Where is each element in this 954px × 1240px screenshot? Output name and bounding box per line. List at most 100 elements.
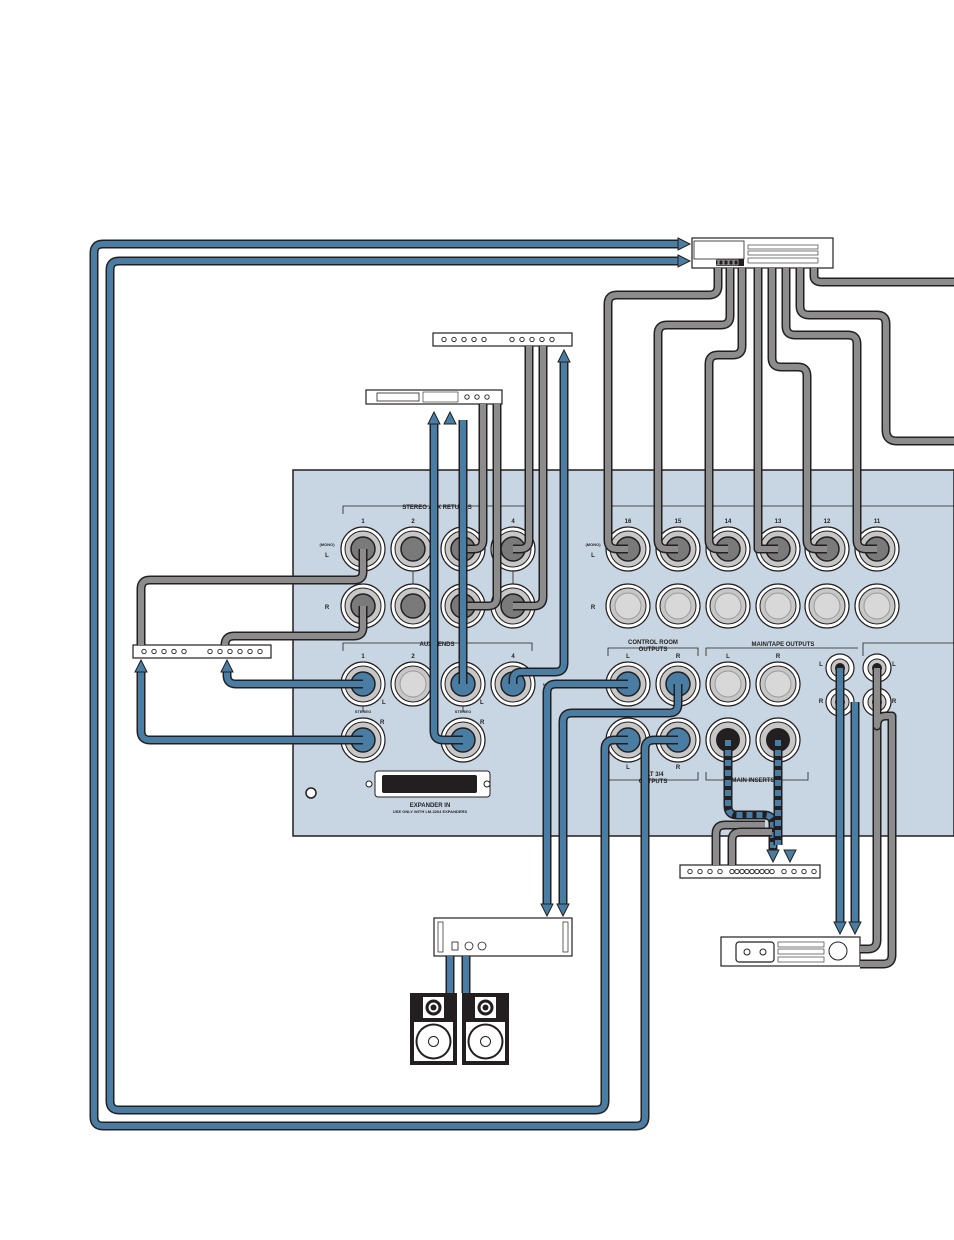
channel-left-label: L [591, 553, 595, 559]
cable-cr-left-to-amp [542, 679, 628, 905]
tape-track-led [698, 259, 704, 266]
cable-fx-to-return3-left [463, 404, 488, 554]
patch-point [549, 336, 555, 343]
patch-point [791, 868, 797, 875]
channel-mono-label: (MONO) [585, 542, 601, 547]
channel-number-15: 15 [675, 519, 682, 525]
main-out-right-jack [755, 661, 801, 707]
tape-track-led [733, 259, 739, 266]
return-right-label: R [325, 605, 330, 611]
patch-point [509, 336, 515, 343]
cable-recorder-to-ch14 [704, 268, 747, 554]
patch-point [151, 648, 157, 655]
patchbay-top [432, 332, 573, 347]
send-number-1: 1 [361, 654, 365, 660]
cable-deck-to-rca-in-left [860, 668, 882, 954]
patchbay-left [132, 644, 272, 659]
main-inserts-label: MAIN INSERTS [731, 778, 774, 784]
patch-point [781, 868, 787, 875]
cable-alt-left-to-recorder [105, 256, 680, 1115]
patch-point [801, 868, 807, 875]
cable-send3r-to-fx [429, 420, 463, 745]
channel-15-right-jack [655, 583, 701, 629]
cable-patchbay-bottom-return-1 [711, 820, 765, 865]
cable-recorder-to-ch13 [753, 268, 778, 554]
arrow-insert-in-1 [766, 849, 780, 864]
tape-track-led [723, 259, 729, 266]
patch-point [257, 648, 263, 655]
patch-point [227, 648, 233, 655]
alt-outputs-label-2: OUTPUTS [639, 779, 668, 785]
power-amplifier [433, 917, 573, 957]
patch-point [471, 336, 477, 343]
main-insert-right-jack [755, 717, 801, 763]
patch-point [764, 868, 770, 875]
patch-point [529, 336, 535, 343]
aux-return-1-right-jack [340, 583, 386, 629]
arrow-patchbay-left-in-1 [220, 658, 234, 673]
arrow-amp-in-2 [556, 903, 570, 918]
cable-deck-to-rca-in-right [860, 702, 897, 969]
send1-right-label: R [380, 720, 385, 726]
patch-point [717, 868, 723, 875]
tape-track-led [718, 259, 724, 266]
arrow-insert-in-2 [783, 849, 797, 864]
channel-14-right-jack [705, 583, 751, 629]
main-out-right-label: R [776, 654, 781, 660]
patch-point [247, 648, 253, 655]
channel-number-16: 16 [625, 519, 632, 525]
cr-right-label: R [676, 654, 681, 660]
control-room-outputs-label-2: OUTPUTS [639, 647, 668, 653]
cable-recorder-off-right-2 [809, 268, 954, 287]
cable-fx-to-return3-right [463, 404, 502, 611]
rca-left-label-a: L [819, 662, 823, 668]
patch-point [484, 394, 490, 400]
patch-point [237, 648, 243, 655]
patch-point [697, 868, 703, 875]
patch-point [461, 336, 467, 343]
patch-point [171, 648, 177, 655]
cable-recorder-to-ch11 [781, 268, 877, 554]
cable-recorder-to-ch12 [767, 268, 827, 554]
cables [89, 237, 954, 1131]
patch-point [474, 394, 480, 400]
patch-point [141, 648, 147, 655]
tape-track-led [693, 259, 699, 266]
return-number-1: 1 [361, 519, 365, 525]
patch-point [729, 868, 735, 875]
patch-point [441, 336, 447, 343]
control-room-outputs-label: CONTROL ROOM [628, 640, 678, 646]
channel-13-right-jack [755, 583, 801, 629]
channel-right-label: R [591, 605, 596, 611]
aux-return-2-left-jack [390, 526, 436, 572]
send3-stereo-label: STEREO [455, 709, 471, 714]
cable-recorder-to-ch16 [603, 268, 723, 554]
cable-send1r-to-patchbay [136, 670, 363, 745]
send3-right-label: R [480, 720, 485, 726]
arrow-fx-in-1 [427, 410, 441, 425]
expander-connector [365, 770, 491, 798]
channel-12-right-jack [804, 583, 850, 629]
patch-point [687, 868, 693, 875]
channel-16-right-jack [605, 583, 651, 629]
cable-return1-left-to-patchbay [136, 549, 368, 645]
cable-patchbay-to-return4-right [513, 346, 548, 611]
arrow-recorder-in-1 [677, 237, 692, 251]
arrow-recorder-in-2 [677, 254, 692, 268]
tape-track-led [713, 259, 719, 266]
alt-outputs-label: ALT 3/4 [642, 772, 664, 778]
device-connector-dots [141, 259, 817, 875]
patch-point [519, 336, 525, 343]
arrow-patchbay-left-in-2 [134, 658, 148, 673]
channel-number-14: 14 [725, 519, 732, 525]
patch-point [161, 648, 167, 655]
cable-recorder-off-right-1 [795, 268, 954, 446]
studio-monitor-right [462, 993, 509, 1065]
cable-patchbay-bottom-return-2 [727, 827, 772, 865]
patch-point [739, 868, 745, 875]
expander-in-label: EXPANDER IN [410, 803, 451, 809]
tape-track-led [708, 259, 714, 266]
channel-11-right-jack [854, 583, 900, 629]
arrow-fx-in-2 [443, 410, 457, 425]
